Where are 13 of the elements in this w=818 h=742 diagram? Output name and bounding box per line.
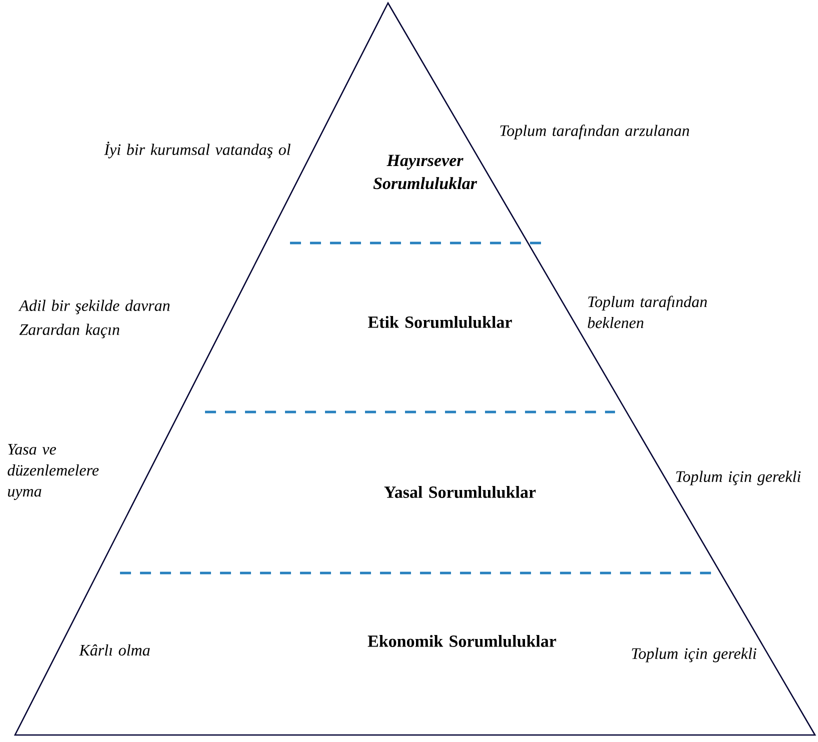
- side-label: Zarardan kaçın: [19, 324, 120, 338]
- side-label: Toplum için gerekli: [632, 648, 756, 662]
- side-label: Toplum tarafından beklenen: [588, 296, 707, 328]
- level-label: Ekonomik Sorumluluklar: [368, 635, 556, 647]
- level-label: Etik Sorumluluklar: [368, 316, 512, 328]
- side-label: Toplum tarafından arzulanan: [500, 124, 690, 140]
- side-label: Yasa ve düzenlemelere uyma: [8, 444, 99, 500]
- side-label: Toplum için gerekli: [676, 470, 801, 486]
- level-label: Hayırsever Sorumluluklar: [373, 154, 478, 190]
- level-label: Yasal Sorumluluklar: [384, 486, 536, 498]
- side-label: İyi bir kurumsal vatandaş ol: [104, 142, 290, 158]
- side-label: Kârlı olma: [79, 644, 150, 656]
- side-label: Adil bir şekilde davran: [18, 300, 170, 314]
